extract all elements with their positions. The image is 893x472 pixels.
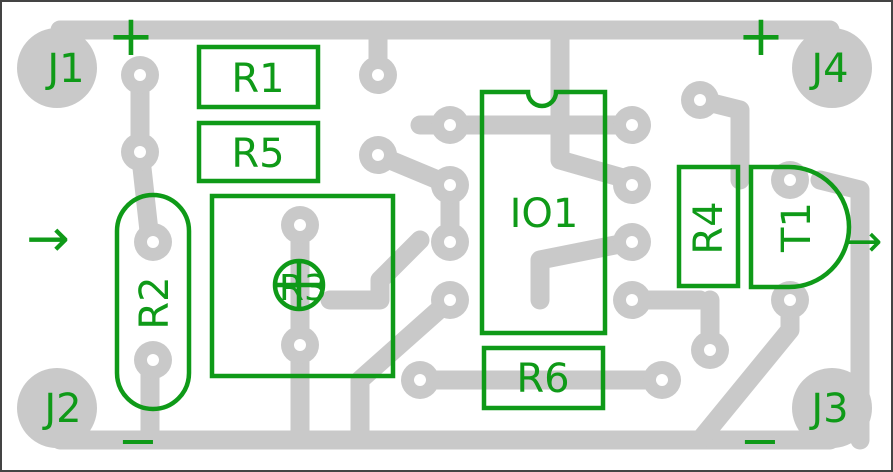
resistor-r1-label: R1 <box>231 56 284 102</box>
connector-label-j3: J3 <box>808 386 848 432</box>
resistor-r4: R4 <box>676 164 741 289</box>
resistor-r6-label: R6 <box>516 356 569 402</box>
connector-pads <box>17 28 872 448</box>
trimmer-r3-label: R3 <box>279 268 327 309</box>
resistor-r4-label: R4 <box>686 201 732 254</box>
output-arrow-icon: → <box>846 216 883 267</box>
input-arrow-icon: → <box>26 209 70 269</box>
polarity-minus-right: − <box>740 413 780 469</box>
transistor-t1-label: T1 <box>774 202 820 253</box>
ic-io1: IO1 <box>479 89 608 336</box>
polarity-minus-left: − <box>118 413 158 469</box>
polarity-plus-right: + <box>738 4 785 69</box>
connector-label-j1: J1 <box>44 46 84 92</box>
resistor-r2: R2 <box>114 192 192 412</box>
transistor-t1: T1 <box>748 164 852 290</box>
connector-label-j4: J4 <box>808 46 848 92</box>
connector-label-j2: J2 <box>41 386 81 432</box>
resistor-r1: R1 <box>196 44 321 110</box>
polarity-plus-left: + <box>108 4 155 69</box>
resistor-r5: R5 <box>196 120 321 184</box>
ic-io1-label: IO1 <box>510 191 579 237</box>
component-pads <box>121 56 809 399</box>
resistor-r5-label: R5 <box>231 131 284 177</box>
trimmer-r3: R3 <box>209 193 396 379</box>
resistor-r2-label: R2 <box>132 276 178 329</box>
resistor-r6: R6 <box>481 345 606 411</box>
